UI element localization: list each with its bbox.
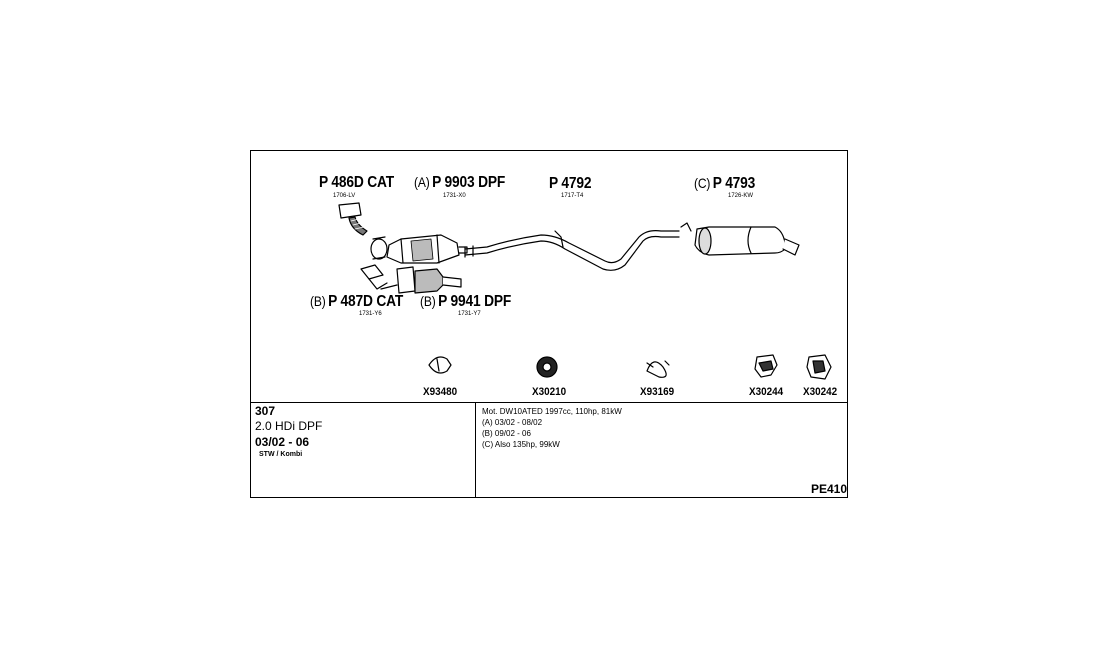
part-code-p487d: 1731-Y6 bbox=[359, 311, 382, 317]
clamp-x93480-drawing bbox=[428, 356, 452, 374]
horizontal-divider bbox=[251, 402, 847, 403]
hanger-x30242-drawing bbox=[806, 354, 832, 380]
dpf-a-drawing bbox=[370, 234, 468, 264]
note-a: (A) 03/02 - 08/02 bbox=[482, 418, 543, 427]
sheet-id: PE410 bbox=[811, 482, 848, 496]
note-c: (C) Also 135hp, 99kW bbox=[482, 440, 560, 449]
part-label-p9941: (B)P 9941 DPF bbox=[420, 293, 512, 310]
accessory-label-x93169: X93169 bbox=[640, 386, 675, 398]
accessory-label-x30244: X30244 bbox=[749, 386, 784, 398]
middle-pipe-drawing bbox=[464, 230, 680, 271]
note-engine: Mot. DW10ATED 1997cc, 110hp, 81kW bbox=[482, 407, 622, 416]
part-code-p9903: 1731-X0 bbox=[443, 193, 466, 199]
part-label-p487d: (B)P 487D CAT bbox=[310, 293, 404, 310]
vertical-divider bbox=[475, 402, 476, 498]
hanger-x30244-drawing bbox=[754, 354, 778, 378]
part-label-p4793: (C)P 4793 bbox=[694, 175, 756, 192]
flex-pipe-drawing bbox=[338, 202, 368, 236]
vehicle-model: 307 bbox=[255, 404, 276, 418]
vehicle-engine: 2.0 HDi DPF bbox=[255, 419, 323, 433]
exhaust-diagram-sheet: P 486D CAT 1706-LV (A)P 9903 DPF 1731-X0… bbox=[250, 150, 848, 498]
part-code-p9941: 1731-Y7 bbox=[458, 311, 481, 317]
ring-x30210-drawing bbox=[536, 356, 558, 378]
clamp-x93169-drawing bbox=[646, 360, 670, 378]
rear-silencer-drawing bbox=[680, 222, 800, 256]
part-label-p4792: P 4792 bbox=[549, 175, 592, 192]
dpf-b-drawing bbox=[360, 264, 462, 294]
accessory-label-x30210: X30210 bbox=[532, 386, 567, 398]
part-code-p4793: 1726-KW bbox=[728, 193, 754, 199]
vehicle-years: 03/02 - 06 bbox=[255, 435, 310, 449]
part-label-p486d: P 486D CAT bbox=[319, 174, 395, 191]
part-code-p486d: 1706-LV bbox=[333, 193, 356, 199]
exhaust-system-drawing bbox=[338, 202, 832, 380]
vehicle-body: STW / Kombi bbox=[259, 451, 303, 458]
accessory-label-x93480: X93480 bbox=[423, 386, 458, 398]
accessory-label-x30242: X30242 bbox=[803, 386, 838, 398]
part-code-p4792: 1717-T4 bbox=[561, 193, 584, 199]
part-label-p9903: (A)P 9903 DPF bbox=[414, 174, 506, 191]
note-b: (B) 09/02 - 06 bbox=[482, 429, 531, 438]
